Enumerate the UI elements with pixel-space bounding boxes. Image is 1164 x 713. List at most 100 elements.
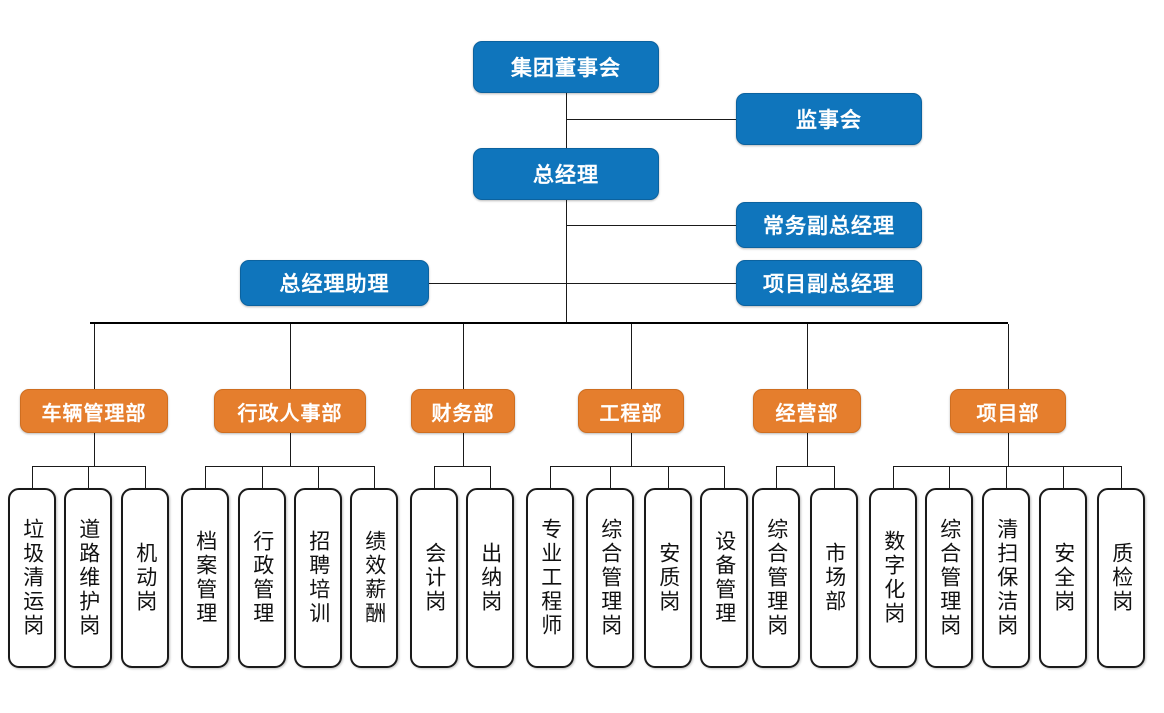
- department-node[interactable]: 经营部: [753, 389, 861, 433]
- node-executive-deputy-general-manager[interactable]: 常务副总经理: [736, 202, 922, 248]
- connector-bracket-to-position: [834, 466, 835, 488]
- node-group-board[interactable]: 集团董事会: [473, 41, 659, 93]
- position-label: 招聘培训: [306, 530, 330, 626]
- position-label: 清扫保洁岗: [994, 518, 1018, 638]
- connector-bracket-to-position: [550, 466, 551, 488]
- connector-department-stem: [290, 433, 291, 466]
- connector-gm-spine-to-supervisory: [566, 119, 736, 120]
- position-label: 垃圾清运岗: [20, 518, 44, 638]
- department-node[interactable]: 行政人事部: [214, 389, 366, 433]
- department-label: 行政人事部: [237, 402, 343, 425]
- connector-department-stem: [807, 433, 808, 466]
- connector-position-bracket: [434, 466, 490, 467]
- node-label: 总经理: [533, 164, 599, 187]
- connector-bus-to-department: [631, 324, 632, 389]
- connector-bracket-to-position: [318, 466, 319, 488]
- connector-department-stem: [1008, 433, 1009, 466]
- position-node[interactable]: 综合管理岗: [925, 488, 973, 668]
- node-label: 集团董事会: [511, 57, 621, 80]
- connector-bus-to-department: [94, 324, 95, 389]
- connector-bracket-to-position: [374, 466, 375, 488]
- connector-position-bracket: [893, 466, 1121, 467]
- connector-bracket-to-position: [724, 466, 725, 488]
- department-node[interactable]: 项目部: [950, 389, 1066, 433]
- node-general-manager[interactable]: 总经理: [473, 148, 659, 200]
- connector-bracket-to-position: [262, 466, 263, 488]
- department-label: 项目部: [976, 402, 1040, 425]
- position-label: 市场部: [822, 542, 846, 614]
- position-label: 综合管理岗: [598, 518, 622, 638]
- connector-bus-to-department: [807, 324, 808, 389]
- position-node[interactable]: 市场部: [810, 488, 858, 668]
- connector-bracket-to-position: [205, 466, 206, 488]
- connector-board-to-gm: [566, 93, 567, 148]
- connector-bus-to-department: [463, 324, 464, 389]
- department-node[interactable]: 车辆管理部: [20, 389, 168, 433]
- department-node[interactable]: 工程部: [578, 389, 684, 433]
- department-label: 车辆管理部: [41, 402, 147, 425]
- position-label: 综合管理岗: [764, 518, 788, 638]
- connector-bracket-to-position: [145, 466, 146, 488]
- node-label: 项目副总经理: [763, 273, 895, 296]
- position-node[interactable]: 安质岗: [644, 488, 692, 668]
- position-node[interactable]: 清扫保洁岗: [982, 488, 1030, 668]
- position-node[interactable]: 质检岗: [1097, 488, 1145, 668]
- position-node[interactable]: 设备管理: [700, 488, 748, 668]
- node-general-manager-assistant[interactable]: 总经理助理: [240, 260, 429, 306]
- connector-gm-to-project-deputy: [566, 283, 736, 284]
- connector-bracket-to-position: [776, 466, 777, 488]
- position-label: 安全岗: [1051, 542, 1075, 614]
- position-node[interactable]: 数字化岗: [869, 488, 917, 668]
- position-label: 专业工程师: [538, 518, 562, 638]
- position-label: 机动岗: [133, 542, 157, 614]
- connector-gm-to-exec-deputy: [566, 225, 736, 226]
- position-node[interactable]: 综合管理岗: [586, 488, 634, 668]
- connector-position-bracket: [205, 466, 374, 467]
- node-project-deputy-general-manager[interactable]: 项目副总经理: [736, 260, 922, 306]
- position-label: 设备管理: [712, 530, 736, 626]
- position-node[interactable]: 出纳岗: [466, 488, 514, 668]
- position-node[interactable]: 机动岗: [121, 488, 169, 668]
- department-label: 工程部: [599, 402, 663, 425]
- position-node[interactable]: 安全岗: [1039, 488, 1087, 668]
- connector-bracket-to-position: [88, 466, 89, 488]
- connector-bracket-to-position: [1063, 466, 1064, 488]
- connector-department-stem: [631, 433, 632, 466]
- connector-department-bus: [90, 322, 1008, 324]
- position-node[interactable]: 道路维护岗: [64, 488, 112, 668]
- position-node[interactable]: 综合管理岗: [752, 488, 800, 668]
- connector-bracket-to-position: [490, 466, 491, 488]
- position-node[interactable]: 招聘培训: [294, 488, 342, 668]
- position-label: 综合管理岗: [937, 518, 961, 638]
- department-label: 财务部: [431, 402, 495, 425]
- node-supervisory-board[interactable]: 监事会: [736, 93, 922, 145]
- position-node[interactable]: 会计岗: [410, 488, 458, 668]
- position-label: 质检岗: [1109, 542, 1133, 614]
- connector-bracket-to-position: [32, 466, 33, 488]
- node-label: 监事会: [796, 109, 862, 132]
- connector-bracket-to-position: [610, 466, 611, 488]
- position-label: 道路维护岗: [76, 518, 100, 638]
- connector-department-stem: [463, 433, 464, 466]
- connector-bracket-to-position: [893, 466, 894, 488]
- position-node[interactable]: 档案管理: [181, 488, 229, 668]
- connector-bracket-to-position: [949, 466, 950, 488]
- node-label: 总经理助理: [279, 273, 390, 296]
- position-label: 绩效薪酬: [362, 530, 386, 626]
- connector-position-bracket: [776, 466, 834, 467]
- position-node[interactable]: 行政管理: [238, 488, 286, 668]
- position-node[interactable]: 绩效薪酬: [350, 488, 398, 668]
- position-node[interactable]: 专业工程师: [526, 488, 574, 668]
- position-label: 行政管理: [250, 530, 274, 626]
- position-label: 出纳岗: [478, 542, 502, 614]
- connector-department-stem: [94, 433, 95, 466]
- department-node[interactable]: 财务部: [411, 389, 515, 433]
- position-label: 档案管理: [193, 530, 217, 626]
- department-label: 经营部: [775, 402, 839, 425]
- connector-bracket-to-position: [1006, 466, 1007, 488]
- position-node[interactable]: 垃圾清运岗: [8, 488, 56, 668]
- connector-gm-to-assistant: [429, 283, 567, 284]
- connector-position-bracket: [550, 466, 724, 467]
- connector-bus-to-department: [290, 324, 291, 389]
